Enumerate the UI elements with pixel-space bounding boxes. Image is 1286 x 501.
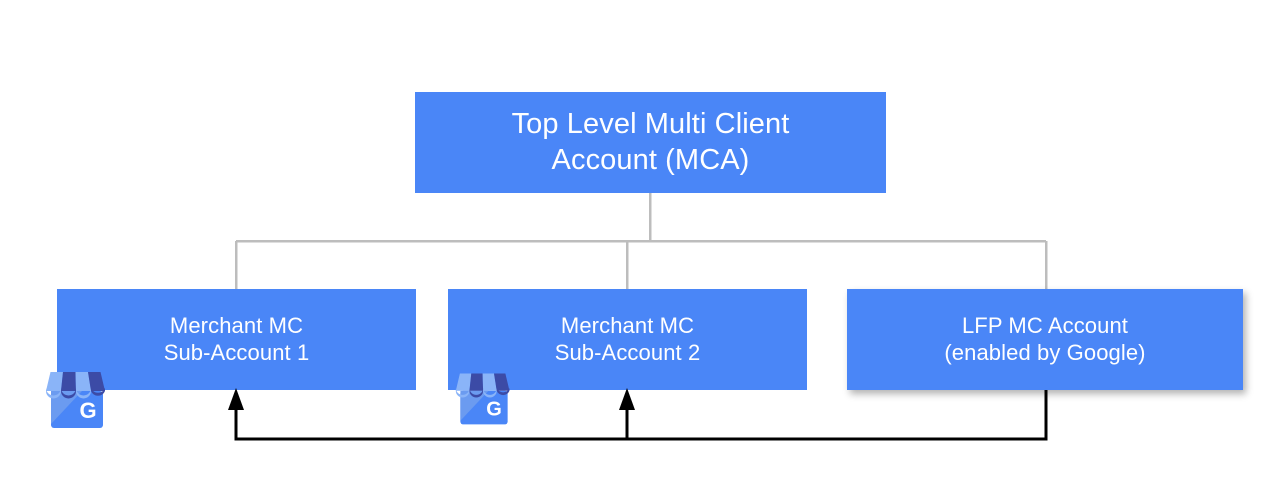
node-top-level-mca-label: Top Level Multi Client Account (MCA)	[511, 108, 790, 176]
node-merchant-mc-sub-account-1-label: Merchant MC Sub-Account 1	[163, 312, 310, 365]
node-top-level-mca[interactable]: Top Level Multi Client Account (MCA)	[415, 92, 886, 193]
gmb-letter-g-1: G	[79, 398, 96, 423]
node-merchant-mc-sub-account-2-label: Merchant MC Sub-Account 2	[554, 312, 701, 365]
node-lfp-mc-account-label: LFP MC Account (enabled by Google)	[944, 312, 1146, 365]
node-merchant-mc-sub-account-2[interactable]: Merchant MC Sub-Account 2	[448, 289, 807, 390]
node-lfp-mc-account[interactable]: LFP MC Account (enabled by Google)	[847, 289, 1243, 390]
google-my-business-storefront-icon: G	[455, 373, 510, 425]
feedback-arrowhead-sub1	[228, 388, 244, 410]
node-merchant-mc-sub-account-1[interactable]: Merchant MC Sub-Account 1	[57, 289, 416, 390]
gmb-letter-g-2: G	[486, 398, 502, 420]
google-my-business-storefront-icon: G	[46, 372, 105, 428]
feedback-path-lfp-to-sub1	[234, 390, 1048, 441]
feedback-arrowhead-sub2	[619, 388, 635, 410]
